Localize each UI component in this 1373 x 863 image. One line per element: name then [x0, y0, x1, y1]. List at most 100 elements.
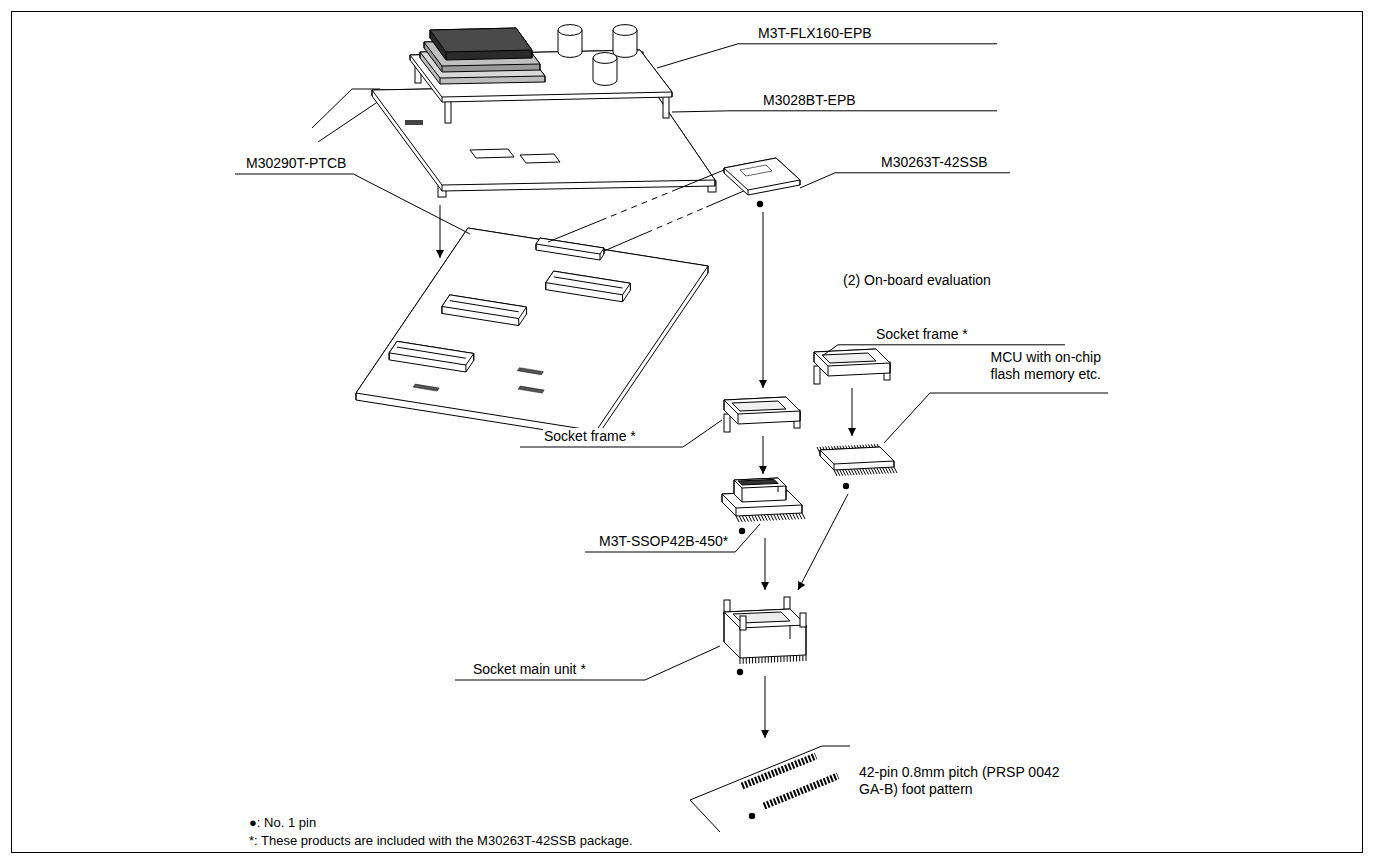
flx160-board-edge: [672, 92, 673, 97]
frame-body-edge: [890, 363, 891, 373]
pcb-outline: [690, 746, 850, 832]
ptcb-board-edge: [356, 393, 357, 400]
lead-pin: [758, 657, 759, 663]
lead-pin: [780, 656, 781, 662]
lead-pin: [843, 470, 846, 476]
pad-row: [764, 776, 838, 806]
chip-layer-edge: [442, 66, 443, 72]
lead-pin: [755, 515, 758, 521]
chip-layer-edge: [540, 64, 541, 70]
part-label: Socket main unit *: [472, 661, 587, 678]
lead-pin: [739, 516, 742, 522]
part-label: M3028BT-EPB: [762, 92, 857, 109]
lead-pin: [871, 468, 874, 474]
socket-body: [724, 609, 806, 658]
lead-pin: [796, 513, 799, 519]
lead-pin: [743, 658, 744, 664]
chip-top-edge: [532, 50, 533, 58]
connector-slot: [450, 301, 519, 312]
socket-main-unit: [724, 597, 806, 664]
m3028bt-board-edge: [442, 185, 443, 191]
lead-pin: [749, 515, 752, 521]
m3028bt-board: [372, 85, 715, 191]
adapter-marking: [740, 165, 772, 176]
cable-connector-top: [536, 238, 604, 254]
cable-connector-edge: [600, 254, 601, 260]
frame-body-side: [724, 397, 800, 424]
note-text: ●: No. 1 pin: [248, 815, 317, 831]
converter-base-edge: [736, 508, 737, 516]
mcu-body: [820, 447, 894, 470]
pin1-dot: [843, 483, 849, 489]
mcu-body-side: [820, 447, 894, 470]
pcb-foot-pattern: [690, 746, 850, 832]
flx160-board-edge: [442, 97, 443, 102]
capacitor: [613, 25, 637, 58]
frame-body-edge: [828, 366, 829, 376]
ptcb-board-top: [356, 228, 708, 431]
frame-opening: [822, 353, 876, 363]
converter-header-side: [734, 478, 786, 502]
lead-pin: [885, 467, 888, 473]
lead-pin: [799, 513, 802, 519]
socket-body-edge: [806, 625, 807, 655]
frame-tab: [814, 366, 820, 384]
board-marking: [413, 384, 439, 391]
lead-pin: [755, 657, 756, 663]
emulator-stack: [312, 25, 716, 197]
frame-body-edge: [738, 414, 739, 424]
lead-pin: [767, 515, 770, 521]
socket-body-edge: [724, 612, 725, 642]
lead-pin: [736, 516, 739, 522]
part-label: MCU with on-chip flash memory etc.: [975, 349, 1102, 383]
lead-pin: [764, 515, 767, 521]
part-label: Socket frame *: [543, 428, 637, 445]
lead-pin: [745, 516, 748, 522]
section-label: (2) On-board evaluation: [842, 272, 992, 289]
socket-post: [800, 613, 806, 627]
board-marking: [518, 386, 544, 393]
lead-pin: [857, 469, 860, 475]
part-label: Socket frame *: [875, 326, 969, 343]
cable-connector-side: [536, 238, 604, 260]
mcu-body-top: [820, 447, 894, 464]
lead-pin: [787, 656, 788, 662]
connector-block: [442, 295, 527, 326]
frame-tab: [724, 414, 730, 432]
chip-top-top: [430, 28, 532, 52]
adapter-board: [724, 158, 800, 195]
lead-pin: [868, 468, 871, 474]
chip-layer-edge: [440, 78, 441, 84]
connector-block-edge: [441, 306, 442, 313]
frame-body-top: [814, 349, 890, 366]
socket-post: [740, 616, 746, 630]
lead-pin: [894, 467, 897, 473]
connector-slot: [397, 347, 466, 358]
cable-edge: [318, 101, 379, 142]
lead-pin: [774, 514, 777, 520]
converter-header-edge: [786, 486, 787, 500]
lead-pin: [746, 658, 747, 664]
leader-lines: [235, 44, 1108, 680]
illustration: [312, 25, 897, 832]
leader-line: [455, 646, 720, 680]
lead-pin: [777, 514, 780, 520]
chip-layer-edge: [545, 76, 546, 82]
part-label: M30263T-42SSB: [880, 154, 989, 171]
part-label: M30290T-PTCB: [245, 155, 347, 172]
lead-pin: [786, 514, 789, 520]
leader-line: [657, 44, 997, 68]
lead-pin: [880, 468, 883, 474]
lead-pin: [771, 514, 774, 520]
flat-cable: [675, 170, 724, 190]
lead-pin: [877, 468, 880, 474]
flat-cable: [706, 190, 746, 207]
chip-top: [430, 28, 532, 60]
converter-header: [734, 478, 786, 502]
lead-pin: [774, 656, 775, 662]
leader-line: [585, 524, 760, 552]
lead-pin: [790, 656, 791, 662]
lead-pin: [771, 657, 772, 663]
connector-block: [546, 271, 631, 302]
